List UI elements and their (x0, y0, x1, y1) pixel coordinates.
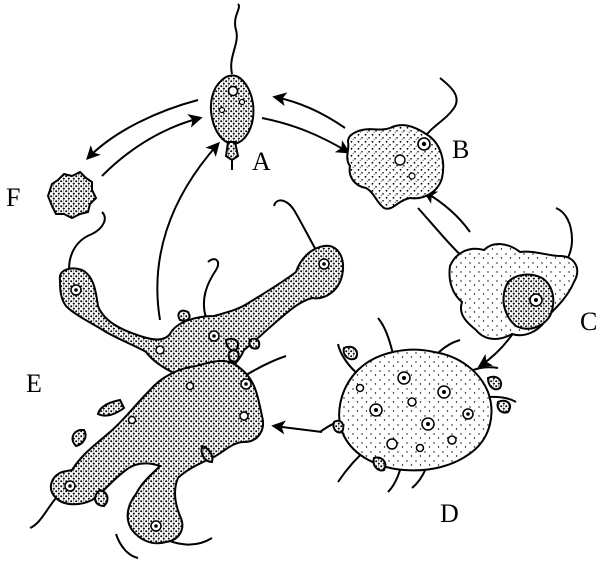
cell-f-cyst (48, 172, 96, 218)
cell-a-tail (226, 142, 238, 160)
label-f: F (6, 183, 20, 212)
arrow-a-to-f (88, 100, 198, 158)
cell-e-branch-upper (60, 246, 343, 381)
cell-c-amoeba (450, 208, 578, 339)
cell-f-body (48, 172, 96, 218)
arrow-f-to-a (102, 118, 200, 176)
cell-d-plasmodium (320, 318, 516, 492)
arrow-e-to-a (157, 144, 218, 320)
cell-c-cyst (504, 275, 554, 329)
cell-e-branch-lower (51, 361, 263, 543)
cell-e-stalked-forms (30, 200, 343, 558)
arrow-c-to-b (425, 192, 470, 232)
arrow-d-to-e (274, 426, 322, 432)
cell-b-body (347, 125, 443, 209)
cell-a-nucleus (229, 87, 238, 96)
cell-a-flagellum (231, 4, 239, 74)
label-d: D (440, 499, 459, 528)
cell-b-amoeboid (347, 78, 456, 209)
arrow-a-to-b (262, 118, 348, 152)
label-e: E (26, 369, 42, 398)
cell-b-flagellum (424, 78, 457, 138)
label-c: C (580, 307, 597, 336)
label-a: A (252, 147, 271, 176)
label-b: B (452, 135, 469, 164)
